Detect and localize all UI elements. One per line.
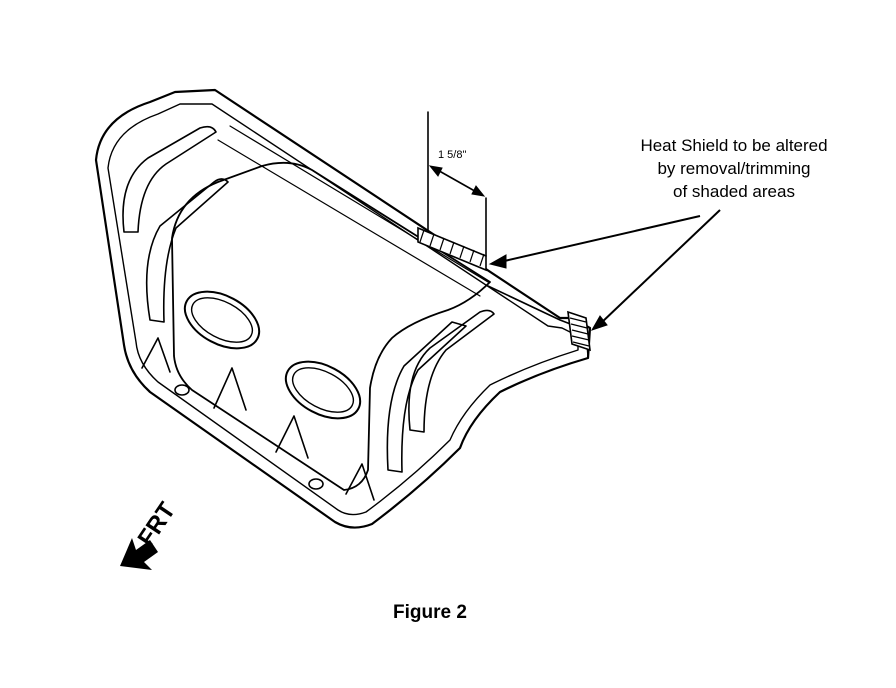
shaded-area-rear <box>567 310 591 352</box>
dimension-label: 1 5/8" <box>438 149 466 161</box>
callout-line-2: by removal/trimming <box>657 159 811 178</box>
leader-arrow-top <box>499 215 701 263</box>
stiffener-4 <box>345 463 375 501</box>
front-direction-indicator: FRT <box>120 497 181 570</box>
left-rib <box>122 125 217 233</box>
left-rib-lower <box>145 178 229 323</box>
heat-shield-inner-flange <box>107 103 579 516</box>
callout-leader-arrows <box>488 209 721 331</box>
right-rib-outer <box>386 321 467 473</box>
heat-shield-outer-flange <box>94 88 592 529</box>
callout-line-3: of shaded areas <box>673 182 795 201</box>
stiffener-3 <box>275 415 309 459</box>
bolt-hole-left <box>174 384 190 396</box>
stiffener-2 <box>213 367 247 411</box>
left-oval-cutout <box>183 290 261 350</box>
bolt-hole-right <box>308 478 324 490</box>
right-oval-cutout <box>284 360 362 420</box>
stiffener-1 <box>141 337 171 373</box>
body-ridge-line <box>229 125 489 283</box>
shaded-area-top <box>417 226 487 272</box>
right-rib <box>408 309 495 433</box>
callout-line-1: Heat Shield to be altered <box>640 136 828 155</box>
direction-label: FRT <box>133 497 182 551</box>
dimension-arrow <box>428 165 486 197</box>
callout-text: Heat Shield to be altered by removal/tri… <box>600 134 868 203</box>
figure-caption: Figure 2 <box>393 602 467 623</box>
body-ridge-line-2 <box>217 139 481 297</box>
leader-arrow-rear <box>599 209 721 325</box>
arrow-left-icon <box>120 538 158 570</box>
